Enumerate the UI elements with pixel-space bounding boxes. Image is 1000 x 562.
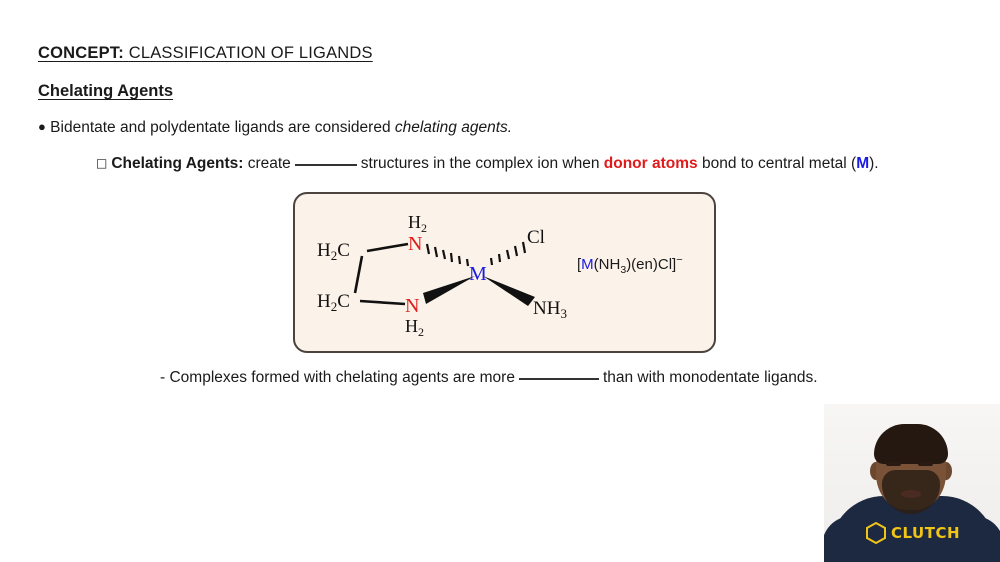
label-h2-bottom: H2	[405, 316, 424, 339]
eye-left	[886, 462, 901, 466]
metal-symbol-inline: M	[856, 155, 870, 172]
formula-charge: −	[676, 254, 683, 266]
label-nitrogen-top: N	[408, 233, 422, 255]
label-metal-center: M	[469, 263, 487, 285]
label-h2c-bottom: H2C	[317, 291, 350, 314]
bullet-dot-icon: ●	[38, 119, 46, 134]
label-nitrogen-bottom: N	[405, 295, 419, 317]
bottom-note: - Complexes formed with chelating agents…	[160, 369, 818, 387]
label-h2-top: H2	[408, 212, 427, 235]
formula-sub-a: 3	[620, 264, 627, 276]
shirt-logo: CLUTCH	[866, 522, 960, 544]
sub-bullet-part-three: bond to central metal (	[701, 155, 857, 172]
fill-in-blank-two	[518, 378, 599, 380]
solid-wedge-metal-to-n	[423, 276, 475, 304]
chelate-structure-svg: H2C H2C H2 N N H2 M Cl NH3	[317, 212, 567, 339]
complex-ion-formula: [M(NH3)(en)Cl]−	[577, 254, 683, 276]
concept-label: CONCEPT:	[38, 44, 124, 62]
brand-text: CLUTCH	[891, 524, 961, 542]
label-ammonia: NH3	[533, 298, 567, 321]
formula-rest-a: (NH	[593, 256, 621, 273]
hair-shape	[874, 424, 948, 464]
formula-rest-b: )(en)Cl]	[626, 256, 677, 273]
page-title: CONCEPT: CLASSIFICATION OF LIGANDS	[38, 44, 373, 63]
sub-bullet-part-one: create	[247, 155, 291, 172]
concept-title: CLASSIFICATION OF LIGANDS	[128, 44, 373, 62]
hexagon-icon	[866, 522, 886, 544]
bullet-item-two: □Chelating Agents: create structures in t…	[96, 155, 879, 173]
formula-bracket-open: [	[577, 256, 582, 273]
solid-wedge-metal-to-nh3	[483, 276, 535, 306]
label-chloride: Cl	[527, 227, 545, 248]
bond-ch2-n-top	[366, 242, 409, 253]
bullet-item-one: ● Bidentate and polydentate ligands are …	[38, 119, 512, 137]
fill-in-blank-one	[294, 164, 357, 166]
bullet-one-text: Bidentate and polydentate ligands are co…	[50, 119, 395, 136]
note-part-one: - Complexes formed with chelating agents…	[160, 369, 515, 386]
label-h2c-top: H2C	[317, 240, 350, 263]
square-bullet-icon: □	[96, 156, 108, 170]
formula-metal: M	[581, 256, 594, 273]
section-subheading: Chelating Agents	[38, 82, 174, 100]
bullet-one-italic: chelating agents.	[394, 119, 513, 136]
sub-bullet-part-four: ).	[869, 155, 879, 172]
eye-right	[918, 462, 933, 466]
bond-ch2-n-bottom	[359, 299, 406, 306]
mouth-shape	[901, 490, 921, 498]
bond-c-c	[353, 255, 364, 294]
instructor-webcam[interactable]: CLUTCH	[824, 404, 1000, 562]
donor-atoms-highlight: donor atoms	[603, 155, 698, 172]
sub-bullet-part-two: structures in the complex ion when	[360, 155, 600, 172]
structure-diagram-box: H2C H2C H2 N N H2 M Cl NH3	[293, 192, 716, 353]
note-part-two: than with monodentate ligands.	[602, 369, 818, 386]
hashed-wedge-metal-to-cl	[489, 241, 527, 266]
chelating-agents-label: Chelating Agents:	[111, 155, 244, 172]
hashed-wedge-n-to-metal	[425, 243, 470, 267]
